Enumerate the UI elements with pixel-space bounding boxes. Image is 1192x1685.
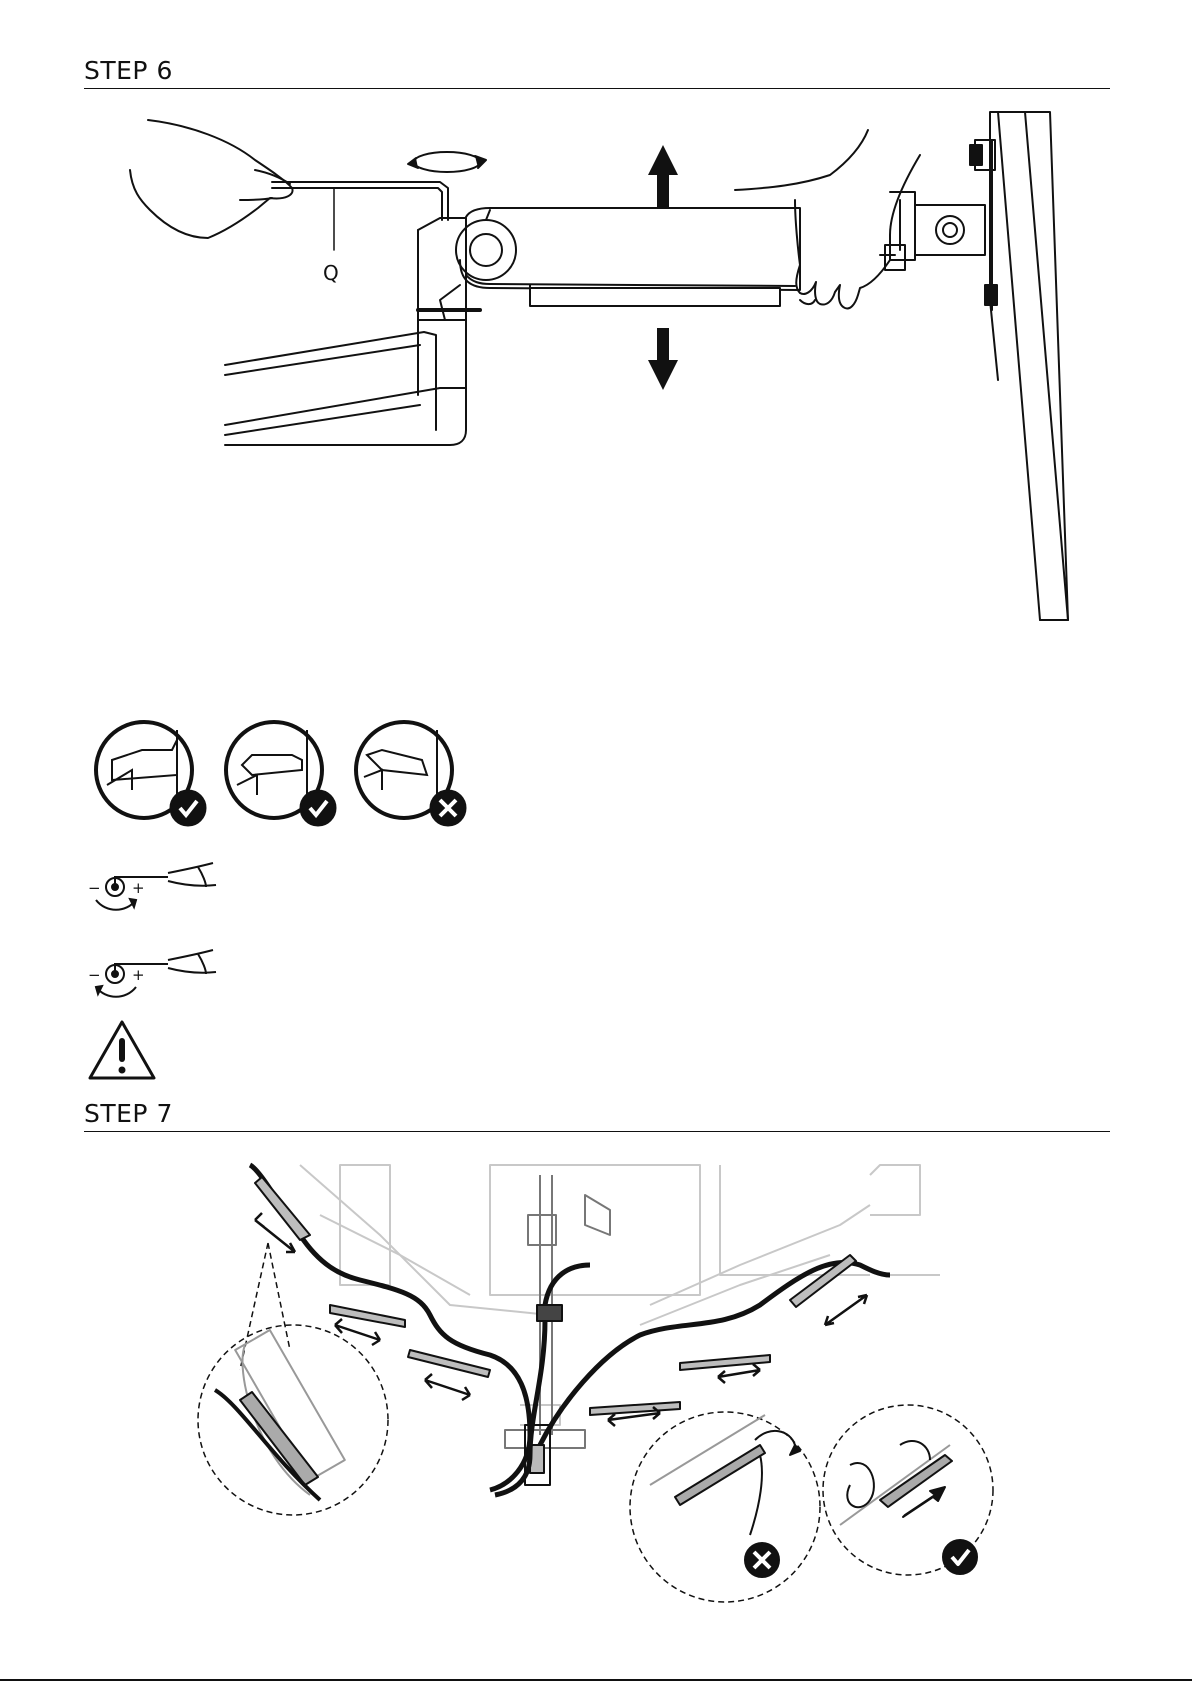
step-6-illustration: Q [0,100,1192,700]
plus-symbol: + [132,966,145,984]
rotate-arrows-icon [408,152,486,172]
minus-symbol: − [88,879,101,897]
zoom-detail-cover-installed [198,1325,388,1515]
monitor-side-view [990,112,1068,620]
page-bottom-rule [0,1679,1192,1681]
step-7-heading: STEP 7 [84,1099,173,1128]
step-6-divider [84,88,1110,89]
vertical-adjust-arrows-icon [648,145,678,390]
allen-key-q-icon [272,182,448,250]
tension-increase-icon: − + [88,855,228,935]
step-6-heading: STEP 6 [84,56,173,85]
minus-symbol: − [88,966,101,984]
mount-base [225,218,480,445]
gas-spring-arm [440,208,800,320]
left-hand-icon [130,120,293,238]
indicator-correct-1 [96,722,205,825]
tension-indicator-examples [92,715,492,835]
tension-decrease-icon: − + [88,942,228,1022]
indicator-correct-2 [226,722,335,825]
indicator-incorrect [356,722,465,825]
step-7-illustration [0,1155,1192,1575]
zoom-detail-correct-removal [823,1405,993,1575]
plus-symbol: + [132,879,145,897]
step-7-divider [84,1131,1110,1132]
zoom-detail-wrong-removal [630,1412,820,1602]
warning-icon [86,1018,158,1082]
right-hand-icon [735,130,920,308]
tilt-head [880,140,997,310]
part-label-q: Q [323,261,339,285]
